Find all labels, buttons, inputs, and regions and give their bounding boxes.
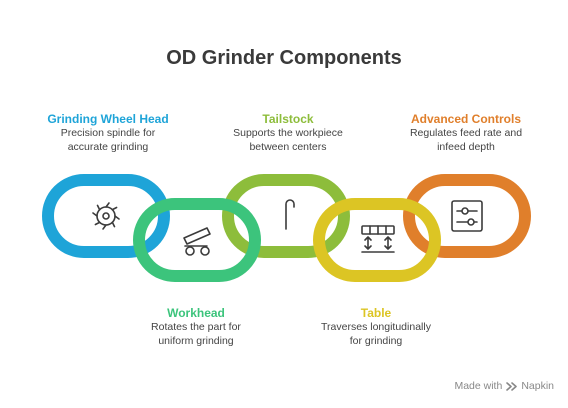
component-title: Grinding Wheel Head <box>47 112 169 126</box>
napkin-logo-icon <box>506 381 518 391</box>
page-title: OD Grinder Components <box>166 47 402 69</box>
component-title: Workhead <box>167 306 225 320</box>
component-description-line: infeed depth <box>437 141 495 153</box>
ring-advanced-controls <box>403 174 531 258</box>
label-workhead: Workhead Rotates the part for uniform gr… <box>106 306 286 348</box>
component-description-line: accurate grinding <box>67 141 149 153</box>
cane-icon <box>285 199 295 230</box>
component-description-line: between centers <box>249 141 327 153</box>
footer-brand: Napkin <box>521 380 554 392</box>
component-description-line: Traverses longitudinally <box>321 321 431 333</box>
label-grinding-wheel-head: Grinding Wheel Head Precision spindle fo… <box>18 112 198 154</box>
component-description-line: Supports the workpiece <box>233 127 343 139</box>
footer-made-with: Made with <box>454 380 503 392</box>
footer-credit: Made with Napkin <box>454 380 554 392</box>
label-tailstock: Tailstock Supports the workpiece between… <box>198 112 378 154</box>
ring-table <box>313 198 441 282</box>
ring-grinding-wheel-head <box>42 174 170 258</box>
ring-tailstock <box>222 174 350 258</box>
ring-workhead <box>133 198 261 282</box>
label-advanced-controls: Advanced Controls Regulates feed rate an… <box>376 112 556 154</box>
component-description-line: Rotates the part for <box>151 321 241 333</box>
cannon-icon <box>183 227 211 256</box>
component-description-line: uniform grinding <box>158 335 234 347</box>
component-title: Table <box>360 306 392 320</box>
component-title: Advanced Controls <box>410 112 521 126</box>
saw-blade-icon <box>92 202 120 230</box>
component-title: Tailstock <box>262 112 314 126</box>
label-table: Table Traverses longitudinally for grind… <box>286 306 466 348</box>
control-sliders-icon <box>451 200 483 232</box>
component-description-line: Precision spindle for <box>60 127 156 139</box>
table-arrows-icon <box>361 225 395 253</box>
component-description-line: Regulates feed rate and <box>409 127 523 139</box>
component-description-line: for grinding <box>349 335 403 347</box>
